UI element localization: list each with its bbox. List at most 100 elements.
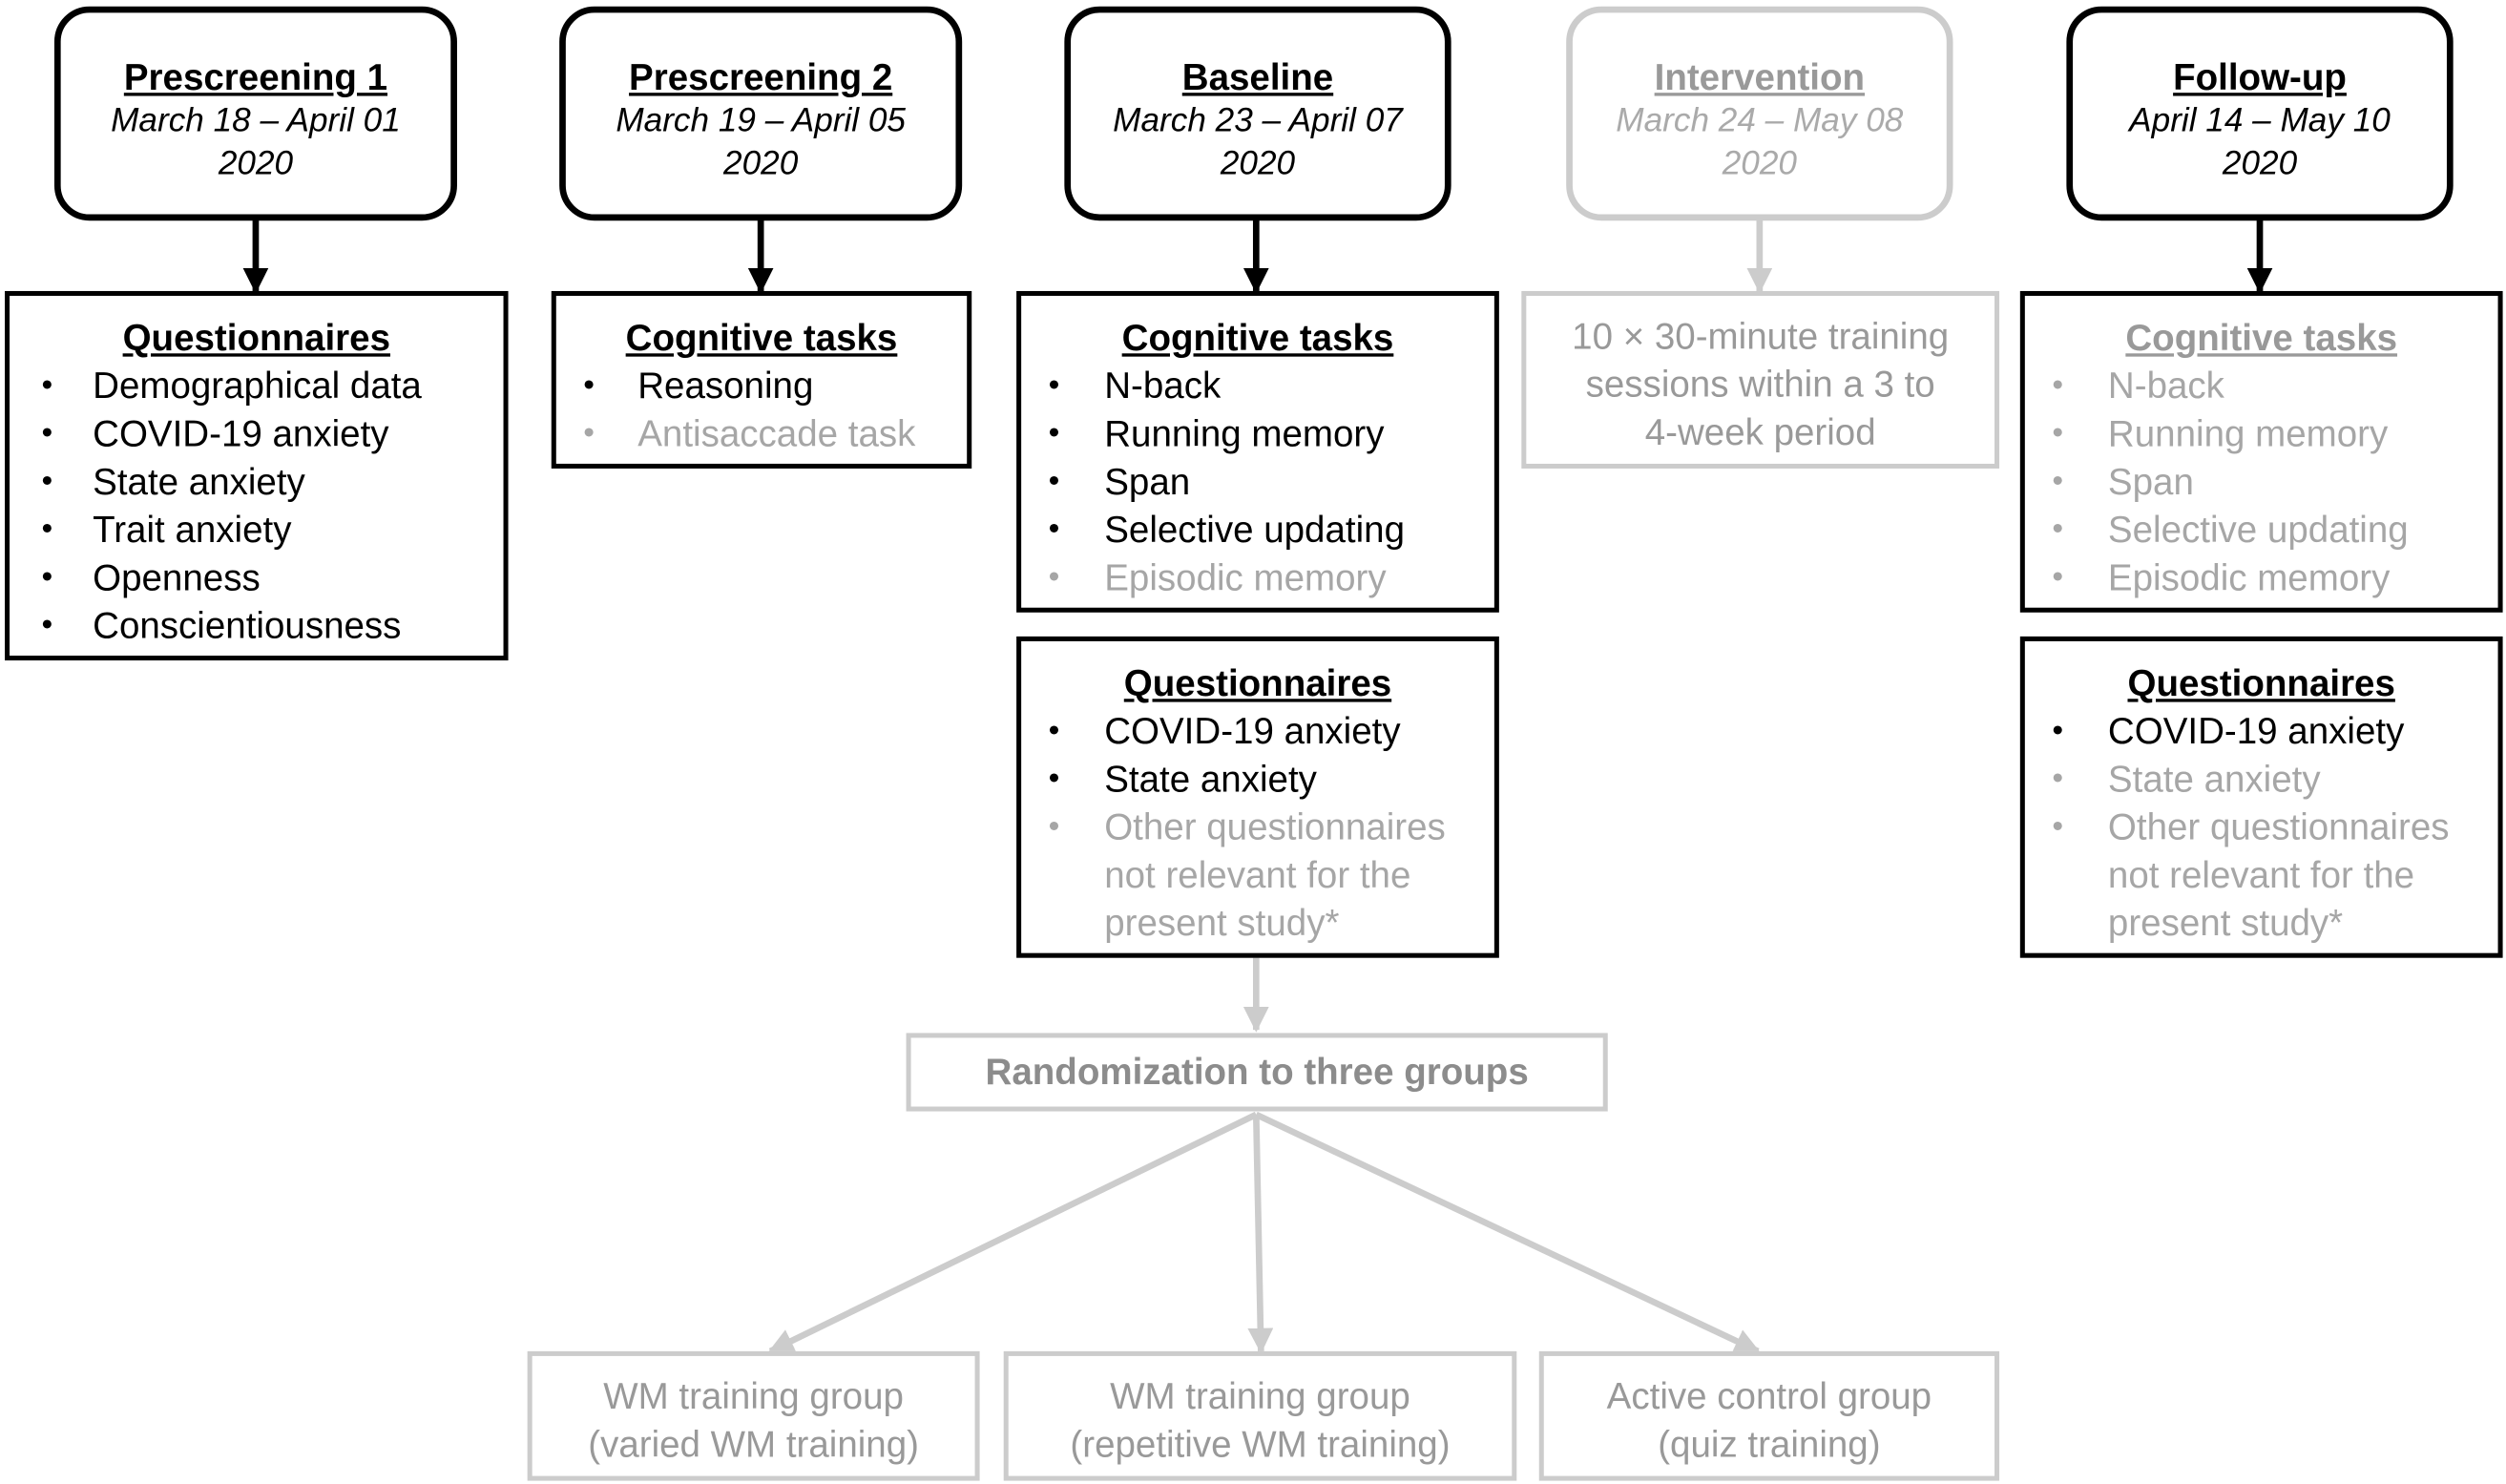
bullet: •	[1048, 808, 1060, 845]
prescreening2-cognitive-box: Cognitive tasks •Reasoning • Antisaccade …	[551, 290, 972, 469]
list-item: •Reasoning	[583, 362, 967, 409]
group-line2: (quiz training)	[1658, 1423, 1881, 1465]
bullet: •	[41, 559, 53, 596]
bullet: •	[2052, 761, 2064, 797]
phase-prescreening2: Prescreening 2 March 19 – April 05 2020	[559, 6, 963, 221]
box-title: Questionnaires	[122, 316, 390, 359]
phase-date: March 18 – April 01	[111, 102, 401, 139]
list-item: • Other questionnaires	[1049, 803, 1494, 850]
item-list: •Reasoning • Antisaccade task	[556, 362, 967, 458]
bullet: •	[2052, 463, 2064, 499]
item-text: present study*	[1104, 902, 1340, 944]
list-item: • COVID-19 anxiety	[42, 409, 504, 457]
item-text: Other questionnaires	[1104, 805, 1446, 848]
list-item: •State anxiety	[1049, 755, 1494, 803]
group-line2: (repetitive WM training)	[1070, 1423, 1451, 1465]
list-item: • Running memory	[2052, 409, 2497, 457]
group-repetitive-wm-box: WM training group (repetitive WM trainin…	[1003, 1350, 1517, 1481]
phase-title: Intervention	[1654, 55, 1866, 98]
list-item: •State anxiety	[2052, 755, 2497, 803]
phase-year: 2020	[1722, 145, 1797, 183]
item-text: N-back	[2107, 365, 2224, 407]
box-title: Cognitive tasks	[625, 316, 898, 359]
group-line1: WM training group	[1110, 1375, 1410, 1417]
item-text: Demographical data	[93, 365, 422, 407]
phase-title: Follow-up	[2173, 55, 2347, 98]
phase-baseline: Baseline March 23 – April 07 2020	[1064, 6, 1451, 221]
list-item: • Trait anxiety	[42, 505, 504, 553]
phase-intervention: Intervention March 24 – May 08 2020	[1566, 6, 1953, 221]
item-text: Selective updating	[2107, 508, 2409, 551]
phase-date: March 19 – April 05	[616, 102, 906, 139]
bullet: •	[1048, 761, 1060, 797]
item-text: COVID-19 anxiety	[1104, 709, 1401, 752]
item-text: Trait anxiety	[93, 508, 292, 551]
box-title: Cognitive tasks	[1121, 316, 1394, 359]
item-text: Reasoning	[637, 365, 814, 407]
phase-year: 2020	[723, 145, 799, 183]
phase-year: 2020	[218, 145, 294, 183]
bullet: •	[2052, 367, 2064, 404]
item-list: •N-back •Running memory •Span •Selective…	[1021, 362, 1494, 601]
item-text: Running memory	[2107, 412, 2389, 454]
item-text: Span	[1104, 460, 1191, 503]
baseline-questionnaires-box: Questionnaires • COVID-19 anxiety •State …	[1016, 636, 1499, 958]
bullet: •	[41, 512, 53, 548]
arrow-to-group-varied	[767, 1111, 1258, 1354]
item-text: present study*	[2107, 902, 2344, 944]
list-item: •COVID-19 anxiety	[2052, 707, 2497, 755]
phase-followup: Follow-up April 14 – May 10 2020	[2066, 6, 2454, 221]
item-text: Antisaccade task	[637, 412, 916, 454]
item-text: COVID-19 anxiety	[93, 412, 389, 454]
item-list: •COVID-19 anxiety •State anxiety •Other …	[2025, 707, 2498, 947]
item-text: not relevant for the	[2107, 853, 2415, 896]
list-item: •Span	[1049, 457, 1494, 505]
group-active-control-box: Active control group (quiz training)	[1538, 1350, 2000, 1481]
phase-title: Prescreening 2	[629, 55, 893, 98]
phase-date: March 23 – April 07	[1113, 102, 1403, 139]
group-line1: WM training group	[603, 1375, 904, 1417]
item-text: not relevant for the	[1104, 853, 1411, 896]
arrow-to-group-control	[1254, 1111, 1761, 1354]
box-title: Cognitive tasks	[2125, 316, 2398, 359]
item-text: Episodic memory	[1104, 556, 1387, 598]
list-item-continuation: present study*	[1049, 899, 1494, 947]
phase-prescreening1: Prescreening 1 March 18 – April 01 2020	[53, 6, 457, 221]
bullet: •	[2052, 415, 2064, 451]
list-item: • Antisaccade task	[583, 409, 967, 457]
bullet: •	[1048, 512, 1060, 548]
group-varied-wm-box: WM training group (varied WM training)	[527, 1350, 980, 1481]
baseline-cognitive-box: Cognitive tasks •N-back •Running memory …	[1016, 290, 1499, 613]
item-text: N-back	[1104, 365, 1222, 407]
bullet: •	[2052, 559, 2064, 596]
item-list: •Demographical data •COVID-19 anxiety •S…	[10, 362, 503, 650]
randomization-box: Randomization to three groups	[906, 1033, 1608, 1112]
phase-date: March 24 – May 08	[1616, 102, 1904, 139]
bullet: •	[41, 415, 53, 451]
bullet: •	[583, 415, 595, 451]
list-item: •Other questionnaires	[2052, 803, 2497, 850]
phase-date: April 14 – May 10	[2129, 102, 2391, 139]
box-title: Questionnaires	[2127, 661, 2395, 704]
list-item-continuation: present study*	[2052, 899, 2497, 947]
box-title: Questionnaires	[1123, 661, 1392, 704]
intervention-line: 4-week period	[1644, 410, 1876, 453]
list-item: •Demographical data	[42, 362, 504, 409]
list-item-continuation: not relevant for the	[2052, 850, 2497, 898]
list-item: •Conscientiousness	[42, 601, 504, 649]
phase-year: 2020	[1220, 145, 1296, 183]
bullet: •	[1048, 713, 1060, 749]
list-item: •N-back	[1049, 362, 1494, 409]
intervention-box: 10 × 30-minute training sessions within …	[1521, 290, 2000, 469]
list-item: • Selective updating	[1049, 505, 1494, 553]
item-text: COVID-19 anxiety	[2107, 709, 2405, 752]
item-list: •N-back •Running memory •Span •Selective…	[2025, 362, 2498, 601]
list-item: •Episodic memory	[2052, 554, 2497, 601]
intervention-line: 10 × 30-minute training	[1572, 315, 1950, 357]
item-text: Selective updating	[1104, 508, 1406, 551]
prescreening1-questionnaires-box: Questionnaires •Demographical data •COVI…	[5, 290, 509, 661]
group-line2: (varied WM training)	[588, 1423, 919, 1465]
randomization-label: Randomization to three groups	[985, 1050, 1529, 1093]
